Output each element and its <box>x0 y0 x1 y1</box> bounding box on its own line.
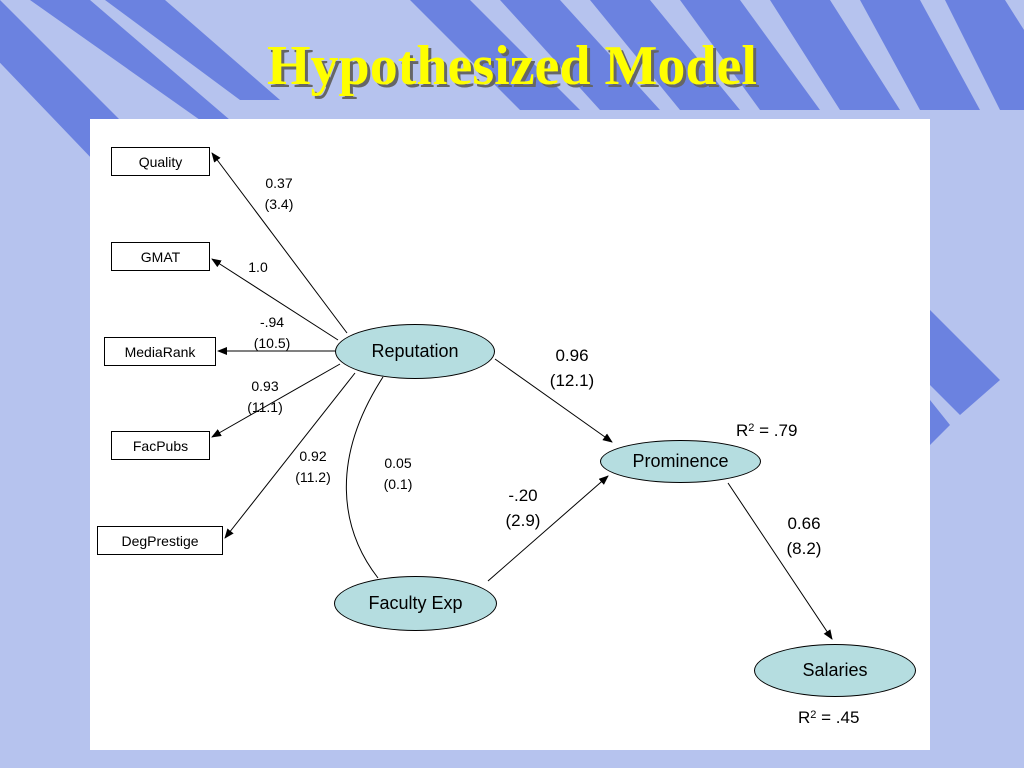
coef-facultyexp-prominence: -.20 (2.9) <box>494 484 552 533</box>
indicator-gmat: GMAT <box>111 242 210 271</box>
coef-reputation-quality: 0.37 (3.4) <box>256 173 302 215</box>
r-squared-salaries: R2 = .45 <box>798 708 860 727</box>
path-diagram <box>211 152 833 640</box>
coefficient: 0.93 <box>251 378 279 394</box>
coef-prominence-salaries: 0.66 (8.2) <box>774 512 834 561</box>
t-value: (2.9) <box>505 510 541 530</box>
arrow-reputation-degprestige <box>224 372 356 539</box>
arrow-prominence-salaries <box>727 482 833 640</box>
coefficient: 0.37 <box>265 175 293 191</box>
r-squared-prominence: R2 = .79 <box>736 421 798 440</box>
coefficient: 0.05 <box>384 455 412 471</box>
coefficient: 1.0 <box>248 259 268 275</box>
indicator-degprestige: DegPrestige <box>97 526 223 555</box>
coef-reputation-prominence: 0.96 (12.1) <box>539 344 605 393</box>
t-value: (10.5) <box>253 335 291 351</box>
coef-reputation-degprestige: 0.92 (11.2) <box>288 446 338 488</box>
arrow-reputation-prominence <box>494 358 613 443</box>
indicator-quality: Quality <box>111 147 210 176</box>
coefficient: 0.96 <box>555 346 589 365</box>
construct-salaries: Salaries <box>754 644 916 697</box>
coef-reputation-facultyexp: 0.05 (0.1) <box>374 453 422 495</box>
construct-prominence: Prominence <box>600 440 761 483</box>
coefficient: 0.66 <box>787 514 821 533</box>
t-value: (3.4) <box>264 196 294 212</box>
construct-faculty-exp: Faculty Exp <box>334 576 497 631</box>
curve-reputation-facultyexp <box>345 376 384 579</box>
slide-title: Hypothesized Model <box>267 35 757 97</box>
t-value: (8.2) <box>786 538 822 558</box>
arrow-facultyexp-prominence <box>487 475 609 582</box>
indicator-mediarank: MediaRank <box>104 337 216 366</box>
coefficient: -.20 <box>508 486 538 505</box>
t-value: (11.2) <box>295 469 331 485</box>
t-value: (0.1) <box>383 476 413 492</box>
t-value: (12.1) <box>549 370 595 390</box>
arrow-reputation-quality <box>211 152 348 334</box>
coefficient: 0.92 <box>299 448 327 464</box>
t-value: (11.1) <box>247 399 283 415</box>
coefficient: -.94 <box>259 314 285 330</box>
construct-reputation: Reputation <box>335 324 495 379</box>
indicator-facpubs: FacPubs <box>111 431 210 460</box>
coef-reputation-facpubs: 0.93 (11.1) <box>240 376 290 418</box>
arrow-reputation-facpubs <box>211 363 341 438</box>
diagram-panel: Quality GMAT MediaRank FacPubs DegPresti… <box>90 119 930 750</box>
arrow-reputation-gmat <box>211 258 339 341</box>
coef-reputation-gmat: 1.0 <box>240 257 276 278</box>
coef-reputation-mediarank: -.94 (10.5) <box>247 312 297 354</box>
